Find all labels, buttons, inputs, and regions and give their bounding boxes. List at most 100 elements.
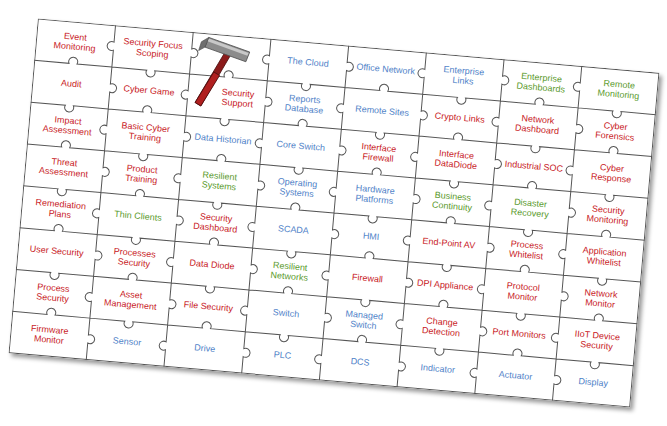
puzzle-piece: DPI Appliance <box>404 262 485 311</box>
puzzle-piece: Core Switch <box>259 123 340 172</box>
piece-label: Processes Security <box>103 246 164 271</box>
piece-label: Business Continuity <box>421 190 482 215</box>
piece-label: Enterprise Links <box>432 64 493 89</box>
puzzle-piece: Indicator <box>397 345 478 394</box>
puzzle-piece: Data Diode <box>171 241 252 290</box>
piece-label: Security Monitoring <box>577 203 638 228</box>
puzzle-piece: Network Dashboard <box>496 101 577 150</box>
piece-label: Protocol Monitor <box>492 280 553 305</box>
piece-label: Firmware Monitor <box>18 323 79 348</box>
piece-label: Resilient Systems <box>188 169 249 194</box>
piece-label: Industrial SOC <box>504 160 563 175</box>
piece-label: Remote Sites <box>354 105 409 120</box>
piece-label: The Cloud <box>286 56 328 69</box>
puzzle-piece: Office Network <box>344 46 425 95</box>
puzzle-piece: Firmware Monitor <box>8 311 89 360</box>
piece-label: Switch <box>272 308 299 320</box>
piece-label: Network Monitor <box>569 287 630 312</box>
puzzle-piece: User Security <box>15 228 96 277</box>
puzzle-piece: Remote Monitoring <box>578 66 659 115</box>
puzzle-piece: Business Continuity <box>411 178 492 227</box>
piece-label: Basic Cyber Training <box>114 121 175 146</box>
piece-label: Security Focus Scoping <box>121 37 182 62</box>
puzzle-piece: Event Monitoring <box>34 18 115 67</box>
puzzle-piece: Product Training <box>100 151 181 200</box>
piece-label: Audit <box>60 79 81 91</box>
puzzle-piece: DCS <box>319 339 400 388</box>
puzzle-piece: Actuator <box>474 352 555 401</box>
puzzle-piece: SCADA <box>252 206 333 255</box>
puzzle-piece: Firewall <box>326 255 407 304</box>
puzzle-piece: Enterprise Dashboards <box>500 59 581 108</box>
piece-label: Impact Assessment <box>36 114 97 139</box>
puzzle-piece: Crypto Links <box>419 94 500 143</box>
puzzle-piece: Application Whitelist <box>563 233 644 282</box>
piece-outline <box>8 18 659 407</box>
puzzle-piece: Cyber Game <box>108 67 189 116</box>
puzzle-piece: Data Historian <box>182 116 263 165</box>
piece-label: DCS <box>350 357 370 369</box>
puzzle-piece: Remote Sites <box>341 87 422 136</box>
puzzle-piece: End-Point AV <box>408 220 489 269</box>
puzzle-piece: Asset Management <box>89 276 170 325</box>
puzzle-piece: Processes Security <box>93 234 174 283</box>
piece-label: Sensor <box>112 336 141 348</box>
piece-label: Security Support <box>208 87 266 112</box>
piece-label: Application Whitelist <box>573 245 634 270</box>
piece-label: Reports Database <box>273 93 334 118</box>
puzzle-piece: Resilient Networks <box>248 248 329 297</box>
puzzle-piece: Sensor <box>86 318 167 367</box>
piece-label: Drive <box>193 343 215 355</box>
puzzle-piece: Cyber Response <box>570 150 651 199</box>
piece-label: Data Diode <box>189 259 235 273</box>
puzzle-piece: Interface Firewall <box>337 129 418 178</box>
piece-label: User Security <box>29 245 84 260</box>
piece-label: SCADA <box>277 224 309 237</box>
piece-label: Cyber Forensics <box>584 120 645 145</box>
piece-label: Port Monitors <box>492 327 546 342</box>
puzzle-piece: Network Monitor <box>559 275 640 324</box>
puzzle-piece: Display <box>552 359 633 408</box>
puzzle-piece: Process Whitelist <box>485 227 566 276</box>
puzzle-piece: Operating Systems <box>256 164 337 213</box>
piece-label: Threat Assessment <box>33 156 94 181</box>
puzzle-piece: HMI <box>330 213 411 262</box>
piece-label: Interface DataDiode <box>425 148 486 173</box>
piece-label: Indicator <box>420 363 455 376</box>
puzzle-piece: Remediation Plans <box>19 186 100 235</box>
puzzle-piece: Switch <box>245 290 326 339</box>
piece-label: Event Monitoring <box>44 30 105 55</box>
puzzle-piece: Security Monitoring <box>567 192 648 241</box>
piece-label: Cyber Game <box>123 84 175 98</box>
puzzle-piece: Impact Assessment <box>26 102 107 151</box>
piece-label: Hardware Platforms <box>343 183 404 208</box>
piece-label: Cyber Response <box>580 162 641 187</box>
piece-label: Firewall <box>351 273 383 286</box>
puzzle-piece: Resilient Systems <box>178 158 259 207</box>
piece-label: Asset Management <box>99 288 160 313</box>
puzzle-piece: Drive <box>163 325 244 374</box>
piece-label: Managed Switch <box>332 309 393 334</box>
puzzle-piece: Security Focus Scoping <box>111 25 192 74</box>
piece-label: End-Point AV <box>421 237 475 251</box>
puzzle-piece: Port Monitors <box>478 310 559 359</box>
piece-label: Network Dashboard <box>506 113 567 138</box>
puzzle-piece: Change Detection <box>400 303 481 352</box>
puzzle-piece: PLC <box>241 332 322 381</box>
piece-label: Remediation Plans <box>29 198 90 223</box>
piece-label: IIoT Device Security <box>566 329 627 354</box>
piece-label: PLC <box>273 350 291 361</box>
puzzle-piece: Basic Cyber Training <box>104 109 185 158</box>
puzzle-piece: Hardware Platforms <box>334 171 415 220</box>
piece-label: Core Switch <box>276 140 325 154</box>
piece-label: Thin Clients <box>113 210 161 224</box>
piece-label: Resilient Networks <box>258 260 319 285</box>
piece-label: Change Detection <box>410 315 471 340</box>
piece-label: File Security <box>183 300 233 314</box>
piece-label: Disaster Recovery <box>499 197 560 222</box>
piece-label: Process Whitelist <box>495 238 556 263</box>
puzzle-piece: Audit <box>30 60 111 109</box>
puzzle-piece: Threat Assessment <box>23 144 104 193</box>
piece-label: Remote Monitoring <box>588 78 649 103</box>
piece-label: Security Dashboard <box>184 211 245 236</box>
